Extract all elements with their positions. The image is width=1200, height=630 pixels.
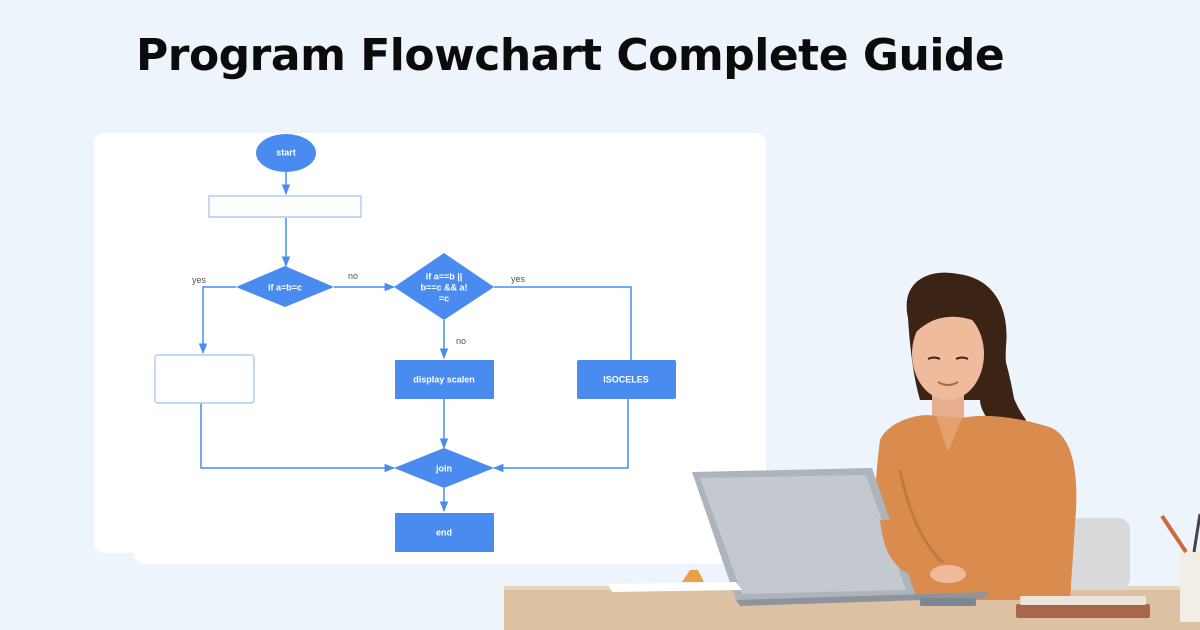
page-title: Program Flowchart Complete Guide	[136, 30, 1005, 81]
node-join-label: join	[435, 463, 452, 473]
node-decision1-label: if a=b=c	[268, 282, 302, 292]
node-scalene: display scalen	[395, 360, 494, 399]
node-decision2: if a==b || b==c && a! =c	[394, 253, 494, 320]
node-decision1: if a=b=c	[236, 266, 334, 307]
node-start: start	[256, 134, 316, 172]
node-isosceles-label: ISOCELES	[603, 374, 649, 384]
node-end-label: end	[436, 527, 452, 537]
face	[912, 308, 984, 400]
edge-decision1-yes	[198, 286, 236, 355]
node-equilateral	[154, 354, 255, 404]
edge-label-d1-no: no	[348, 271, 358, 281]
small-cup-icon	[682, 570, 704, 582]
node-join: join	[394, 448, 494, 488]
notebook	[608, 582, 742, 592]
pencil-cup-icon	[1160, 513, 1200, 622]
shirt	[874, 415, 1077, 600]
edge-label-d2-yes: yes	[511, 274, 526, 284]
edge-equilateral-join	[200, 403, 396, 473]
node-decision2-line2: b==c && a!	[420, 282, 467, 292]
node-decision2-line1: if a==b ||	[426, 271, 463, 281]
node-start-label: start	[276, 147, 296, 157]
books-icon	[920, 596, 1150, 618]
node-input	[208, 195, 362, 218]
node-scalene-label: display scalen	[413, 374, 475, 384]
chair	[1068, 518, 1130, 590]
connectors	[198, 172, 632, 513]
node-isosceles: ISOCELES	[577, 360, 676, 399]
node-decision2-line3: =c	[439, 293, 449, 303]
node-end: end	[395, 513, 494, 552]
edge-decision2-yes	[494, 286, 632, 360]
flowchart-card	[94, 133, 766, 553]
edge-label-d2-no: no	[456, 336, 466, 346]
laptop-icon	[692, 468, 990, 606]
edge-label-d1-yes: yes	[192, 275, 207, 285]
edge-isosceles-join	[492, 399, 629, 473]
